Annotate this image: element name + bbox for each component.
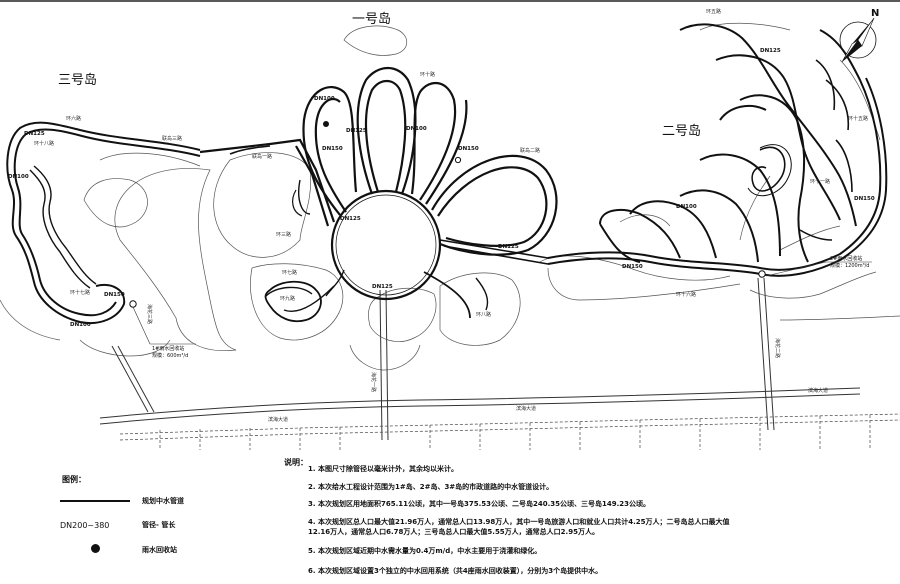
legend-station-symbol: [60, 544, 130, 555]
legend-station-label: 雨水回收站: [142, 545, 177, 554]
station-captions: 1#雨水回收站 规模：600m³/d 2#雨水回收站 规模：1200m³/d: [152, 255, 869, 359]
road-label: 环九路: [280, 295, 295, 302]
road-label: 滨海大道: [516, 405, 536, 412]
pipe-label: DN100: [70, 322, 91, 328]
coastal-roads: [99, 277, 861, 441]
note-item: 4. 本次规划区总人口最大值21.96万人，通常总人口13.98万人，其中一号岛…: [308, 518, 730, 536]
legend-pipe-symbol: [60, 500, 130, 502]
road-label: 环十六路: [676, 291, 696, 298]
pipe-label: DN150: [458, 146, 479, 152]
island-two-label: 二号岛: [662, 123, 701, 139]
island-network-map: N 一号岛 二号岛 三号岛 滨海大道 滨海大道 滨海大道 海花一路 海花三路 海…: [0, 0, 900, 450]
pipe-label: DN125: [372, 284, 393, 290]
legend-pipe-row: 规划中水管道: [60, 496, 184, 506]
station-2-title: 2#雨水回收站: [830, 255, 862, 262]
recycling-stations: [129, 121, 872, 345]
road-label: 环十一路: [810, 178, 830, 185]
legend-size-sample: DN200~380: [60, 520, 110, 530]
station-1-title: 1#雨水回收站: [152, 345, 184, 352]
notes-title: 说明：: [284, 458, 308, 467]
legend-size-label: 管径- 管长: [142, 521, 176, 529]
north-arrow-icon: N: [839, 8, 879, 63]
station-2-marker: [758, 270, 766, 278]
road-label: 海花一路: [370, 372, 377, 392]
road-label: 联岛三路: [162, 135, 182, 142]
pipe-label: DN125: [498, 244, 519, 250]
station-3-marker: [323, 121, 329, 127]
note-item: 3. 本次规划区用地面积765.11公顷，其中一号岛375.53公顷、二号岛24…: [308, 500, 651, 508]
road-labels: 滨海大道 滨海大道 滨海大道 海花一路 海花三路 海花二路 环七路 环八路 环九…: [34, 8, 868, 423]
pipe-label: DN125: [340, 216, 361, 222]
note-item: 5. 本次规划区域近期中水需水量为0.4万m/d，中水主要用于浇灌和绿化。: [308, 547, 542, 555]
station-1-capacity: 规模：600m³/d: [152, 352, 188, 359]
pipe-label: DN150: [104, 292, 125, 298]
road-label: 环十七路: [70, 289, 90, 296]
island-two-pipes: [547, 23, 888, 277]
note-item: 2. 本次给水工程设计范围为1#岛、2#岛、3#岛的市政道路的中水管道设计。: [308, 483, 554, 491]
station-4-marker: [454, 156, 462, 164]
pipe-label: DN125: [346, 128, 367, 134]
road-label: 环十五路: [848, 115, 868, 122]
road-label: 海花二路: [774, 338, 781, 358]
island-one-label: 一号岛: [352, 11, 391, 27]
legend-size-row: DN200~380 管径- 管长: [60, 520, 175, 530]
road-label: 环七路: [282, 269, 297, 276]
road-label: 滨海大道: [268, 416, 288, 423]
note-item: 6. 本次规划区域设置3个独立的中水回用系统（共4座雨水回收装置），分别为3个岛…: [308, 567, 603, 575]
road-label: 海花三路: [146, 304, 153, 324]
station-2-capacity: 规模：1200m³/d: [830, 262, 869, 269]
road-label: 环十八路: [34, 140, 54, 147]
pipe-label: DN125: [760, 48, 781, 54]
coastlines: [0, 22, 900, 371]
pipe-label: DN100: [314, 96, 335, 102]
pipe-label: DN150: [854, 196, 875, 202]
pipe-label: DN150: [622, 264, 643, 270]
north-label: N: [871, 8, 879, 19]
road-label: 联岛一路: [252, 153, 272, 160]
note-item: 1. 本图尺寸除管径以毫米计外，其余均以米计。: [308, 465, 458, 473]
road-label: 环五路: [706, 8, 721, 15]
pipe-label: DN100: [676, 204, 697, 210]
pipe-label: DN125: [24, 131, 45, 137]
pipe-label: DN100: [8, 174, 29, 180]
bridges: [229, 145, 549, 265]
road-label: 环十路: [420, 71, 435, 78]
road-label: 滨海大道: [808, 387, 828, 394]
legend-pipe-label: 规划中水管道: [142, 497, 184, 505]
pipe-label: DN150: [322, 146, 343, 152]
island-three-pipes: [6, 121, 201, 324]
island-one-pipes: [199, 66, 558, 323]
island-three-label: 三号岛: [58, 72, 97, 88]
road-label: 环六路: [66, 115, 81, 122]
road-label: 联岛二路: [520, 147, 540, 154]
city-blocks: [119, 413, 900, 450]
pipe-size-labels: DN100 DN125 DN150 DN125 DN100 DN150 DN12…: [8, 48, 875, 328]
legend-title: 图例：: [62, 475, 86, 484]
road-label: 环三路: [276, 231, 291, 238]
pipe-label: DN100: [406, 126, 427, 132]
road-label: 环八路: [476, 311, 491, 318]
legend-station-row: 雨水回收站: [60, 544, 177, 555]
station-1-marker: [129, 300, 137, 308]
